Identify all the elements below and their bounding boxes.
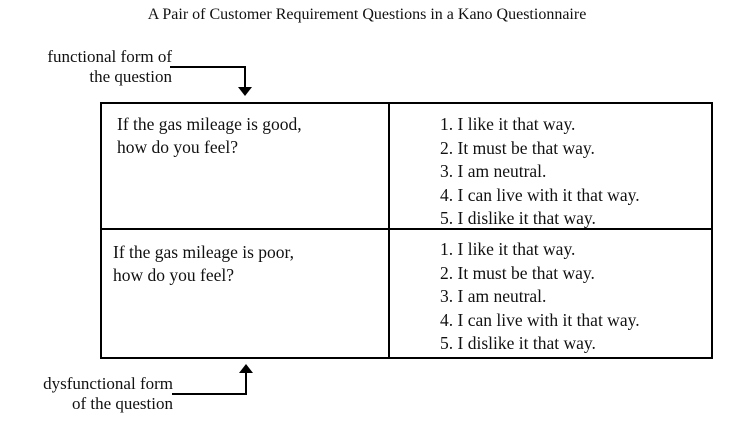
option: 5. I dislike it that way. [440,333,596,353]
option: 2. It must be that way. [440,137,595,158]
dysfunctional-options: 1. I like it that way. 2. It must be that… [440,238,640,356]
dysfunctional-arrow-line [172,372,247,395]
option: 4. I can live with it that way. [440,184,640,205]
table-border [100,102,713,359]
option: 4. I can live with it that way. [440,309,640,330]
option: 5. I dislike it that way. [440,208,596,228]
functional-arrow-line [170,66,246,88]
arrow-up-icon [239,364,253,373]
diagram-title: A Pair of Customer Requirement Questions… [147,6,587,23]
option: 1. I like it that way. [440,239,576,259]
option: 3. I am neutral. [440,286,547,306]
option: 1. I like it that way. [440,114,576,134]
functional-options: 1. I like it that way. 2. It must be that… [440,113,640,231]
option: 3. I am neutral. [440,161,547,181]
option: 2. It must be that way. [440,262,595,283]
dysfunctional-question: If the gas mileage is poor,how do you fe… [113,242,295,285]
functional-question: If the gas mileage is good,how do you fe… [117,114,302,157]
arrow-down-icon [238,87,252,96]
